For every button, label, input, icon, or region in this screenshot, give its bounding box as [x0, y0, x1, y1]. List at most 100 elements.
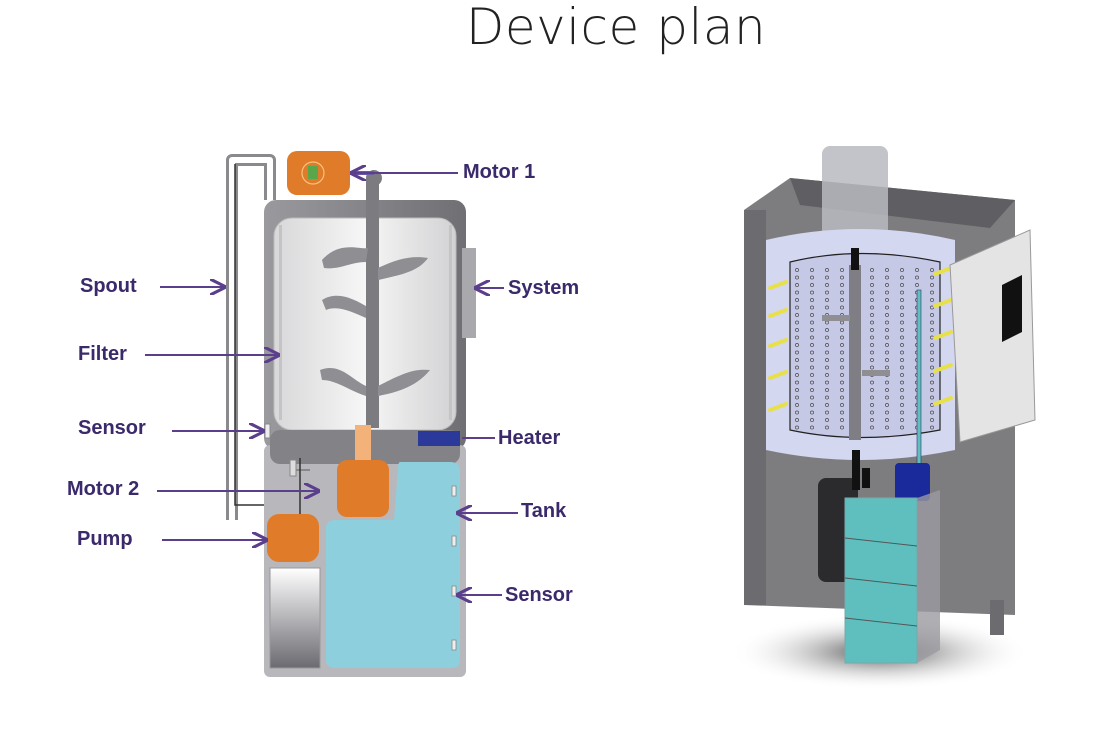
drum-hole [825, 290, 829, 295]
motor-2 [289, 459, 297, 477]
drum-hole [810, 305, 814, 310]
drum-hole [930, 290, 934, 295]
agitator-shaft-3d [849, 265, 861, 440]
drum-hole [885, 298, 889, 302]
waste-drawer [269, 567, 321, 669]
drum-hole [870, 380, 874, 385]
drum-hole [900, 290, 904, 295]
drum-hole [870, 305, 874, 310]
drum-hole [840, 403, 844, 407]
drum-hole [810, 335, 814, 340]
drum-hole [795, 388, 799, 392]
drum-hole [870, 395, 874, 400]
drum-hole [795, 290, 799, 295]
drum-hole [915, 268, 919, 272]
water-tank [326, 462, 460, 668]
drum-hole [885, 343, 889, 347]
drum-hole [840, 373, 844, 377]
drum-hole [900, 410, 904, 415]
drum-hole [810, 268, 814, 272]
dispense-container [337, 460, 389, 517]
drum-hole [825, 275, 829, 280]
drum-hole [930, 343, 934, 347]
agitator-blades [320, 247, 430, 396]
drum-hole [870, 298, 874, 302]
filter-perforation [279, 225, 452, 420]
drum-hole [840, 298, 844, 302]
drum-hole [885, 320, 889, 325]
drum-hole [825, 328, 829, 332]
drum-hole [900, 388, 904, 392]
drum-hole [810, 403, 814, 407]
drum-hole [825, 395, 829, 400]
drum-hole [840, 275, 844, 280]
heater-rod [933, 396, 953, 406]
drum-hole [870, 275, 874, 280]
drum-hole [930, 395, 934, 400]
drum-hole [900, 403, 904, 407]
label-heater: Heater [498, 427, 561, 449]
label-pump: Pump [77, 528, 133, 550]
drum-hole [930, 328, 934, 332]
label-spout: Spout [80, 275, 137, 297]
drum-hole [825, 298, 829, 302]
drum-hole [840, 305, 844, 310]
drum-hole [795, 373, 799, 377]
drum-hole [930, 425, 934, 430]
label-sensor-right: Sensor [505, 584, 573, 606]
drum-hole [885, 275, 889, 280]
drum-hole [810, 410, 814, 415]
drum-hole [795, 358, 799, 362]
drum-hole [870, 313, 874, 317]
drum-hole [825, 283, 829, 287]
drum-hole [870, 283, 874, 287]
drum-hole [825, 410, 829, 415]
drum-hole [930, 418, 934, 422]
drum-hole [870, 418, 874, 422]
drum-hole [840, 410, 844, 415]
drum-hole [900, 335, 904, 340]
label-motor-2: Motor 2 [67, 478, 140, 500]
drum-hole [900, 395, 904, 400]
drum-hole [795, 298, 799, 302]
drum-hole [795, 410, 799, 415]
drum-hole [885, 283, 889, 287]
drum-hole [900, 373, 904, 377]
drum-hole [795, 343, 799, 347]
heater [418, 431, 460, 446]
drum-hole [795, 320, 799, 325]
control-box-window [1002, 275, 1022, 342]
drum-hole [810, 275, 814, 280]
drum-hole [900, 313, 904, 317]
drum-hole [840, 395, 844, 400]
heater-rod [768, 402, 788, 412]
label-system: System [508, 277, 580, 299]
drum-hole [825, 350, 829, 355]
drum-hole [885, 313, 889, 317]
drum-hole [825, 365, 829, 370]
drum-hole [900, 298, 904, 302]
drum-hole [795, 403, 799, 407]
drum-hole [825, 343, 829, 347]
drum-hole [825, 425, 829, 430]
drum-hole [870, 425, 874, 430]
drum-hole [930, 275, 934, 280]
page-title: Device plan [465, 0, 767, 56]
drum-hole [930, 410, 934, 415]
drum-hole [810, 350, 814, 355]
drum-hole [870, 335, 874, 340]
heater-rods [768, 266, 953, 412]
drum-hole [930, 268, 934, 272]
drum-hole [870, 350, 874, 355]
label-filter: Filter [78, 343, 127, 365]
label-tank: Tank [521, 500, 567, 522]
drum-hole [885, 410, 889, 415]
drum-hole [930, 365, 934, 370]
drum-hole [840, 425, 844, 430]
drum-hole [870, 358, 874, 362]
tank-level-sensors [451, 485, 457, 651]
drum-hole [885, 350, 889, 355]
drum-hole [900, 343, 904, 347]
